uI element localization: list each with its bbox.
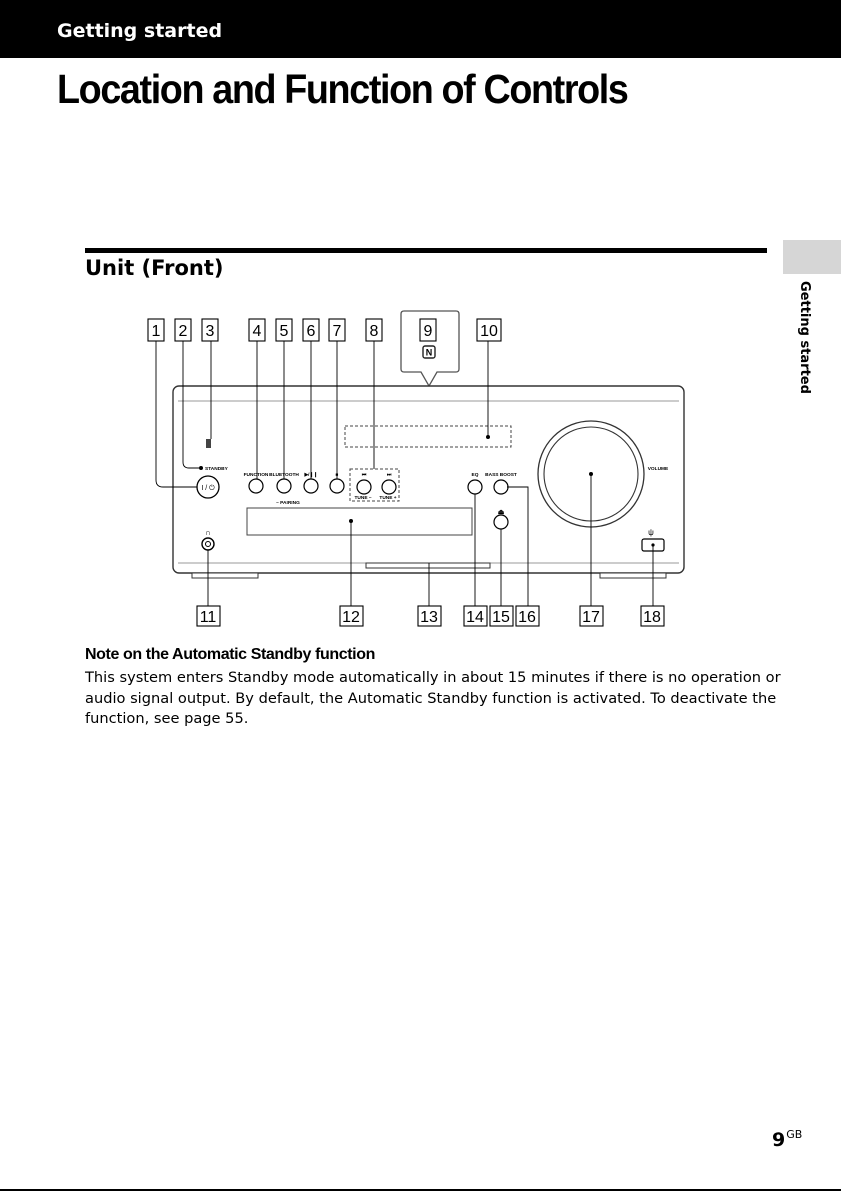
function-label: FUNCTION — [244, 472, 269, 478]
header-bar: Getting started — [0, 0, 841, 58]
pairing-label: – PAIRING — [276, 500, 300, 506]
callout-17: 17 — [582, 609, 600, 626]
section-title: Unit (Front) — [85, 256, 224, 280]
callout-leader-lines — [155, 341, 654, 606]
callout-10: 10 — [480, 323, 498, 340]
play-pause-button[interactable] — [303, 478, 319, 494]
callout-9: 9 — [424, 323, 433, 340]
side-tab — [783, 240, 841, 274]
callout-boxes — [147, 318, 665, 627]
callout-3: 3 — [206, 323, 215, 340]
callout-2: 2 — [179, 323, 188, 340]
display-window — [344, 425, 512, 448]
right-foot — [599, 572, 667, 579]
header-section-label: Getting started — [57, 20, 223, 42]
tune-group-frame — [349, 468, 400, 502]
next-label: ⏭ — [387, 473, 392, 478]
bottom-rule — [0, 1189, 841, 1191]
callout-12: 12 — [342, 609, 360, 626]
tune-minus-label: TUNE – — [354, 495, 371, 501]
callout-13: 13 — [420, 609, 438, 626]
volume-label: VOLUME — [648, 466, 669, 472]
tune-plus-button[interactable] — [381, 479, 397, 495]
standby-label: STANDBY — [205, 466, 229, 472]
play-pause-label: ▶/❙❙ — [303, 472, 317, 478]
note-body: This system enters Standby mode automati… — [85, 669, 781, 727]
disc-tray — [246, 507, 473, 536]
page-number-suffix: GB — [786, 1128, 803, 1141]
nfc-logo-icon — [422, 345, 436, 359]
note-heading: Note on the Automatic Standby function — [85, 646, 375, 663]
page-number: 9GB — [772, 1128, 802, 1151]
remote-sensor — [206, 439, 211, 448]
headphones-icon: ∩ — [205, 528, 211, 537]
callout-4: 4 — [253, 323, 262, 340]
callout-15: 15 — [492, 609, 510, 626]
callout-7: 7 — [333, 323, 342, 340]
callout-14: 14 — [466, 609, 484, 626]
stop-button[interactable] — [329, 478, 345, 494]
bass-boost-label: BASS BOOST — [485, 472, 517, 478]
usb-icon: ψ — [648, 528, 654, 537]
prev-label: ⏮ — [362, 472, 367, 478]
callout-18: 18 — [643, 609, 661, 626]
disc-tray-lip — [365, 562, 491, 569]
callout-5: 5 — [280, 323, 289, 340]
eq-button[interactable] — [467, 479, 483, 495]
eq-label: EQ — [472, 472, 479, 478]
tune-minus-button[interactable] — [356, 479, 372, 495]
unit-front-diagram: N STANDBY I / ⏻ FUNCTION BLUETOOTH – PAI… — [147, 310, 685, 627]
power-button-label: I / ⏻ — [201, 484, 215, 492]
callout-8: 8 — [370, 323, 379, 340]
callout-16: 16 — [518, 609, 536, 626]
nfc-logo-text: N — [426, 348, 433, 358]
bluetooth-button[interactable] — [276, 478, 292, 494]
callout-6: 6 — [307, 323, 316, 340]
section-rule — [85, 248, 767, 253]
eject-label: ⏏ — [498, 509, 505, 516]
page-number-value: 9 — [772, 1129, 786, 1151]
left-foot — [191, 572, 259, 579]
function-button[interactable] — [248, 478, 264, 494]
side-tab-label: Getting started — [797, 281, 812, 394]
bass-boost-button[interactable] — [493, 479, 509, 495]
callout-1: 1 — [152, 323, 161, 340]
page-title: Location and Function of Controls — [57, 66, 629, 112]
tune-plus-label: TUNE + — [379, 495, 396, 501]
eject-button[interactable] — [493, 514, 509, 530]
standby-indicator — [199, 466, 203, 470]
callout-11: 11 — [200, 609, 217, 626]
